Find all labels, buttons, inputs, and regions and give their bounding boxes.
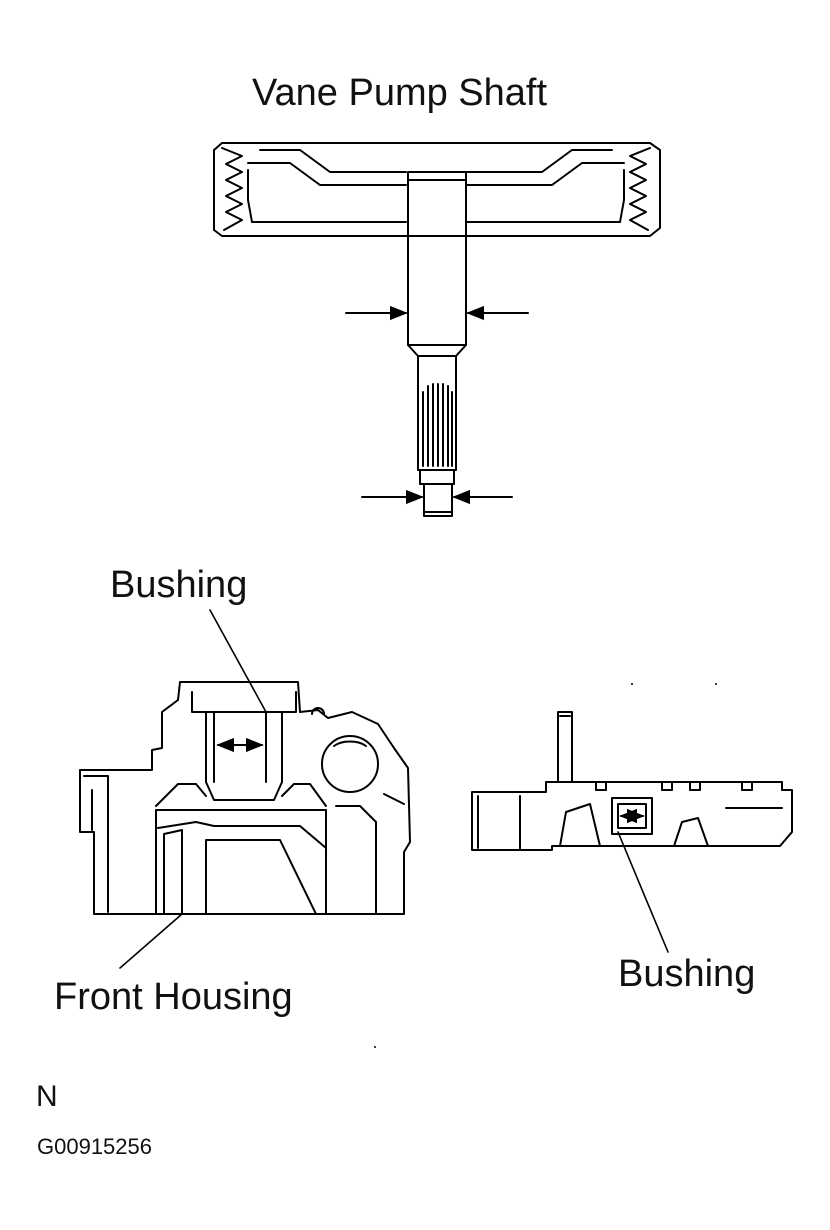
front-housing [79, 609, 411, 969]
north-label: N [36, 1080, 58, 1113]
bushing-right-leader [617, 831, 669, 953]
bushing-top-leader [209, 609, 267, 713]
front-housing-leader [119, 913, 183, 969]
diagram-title: Vane Pump Shaft [252, 72, 548, 114]
bushing-top-label: Bushing [110, 564, 248, 606]
pulley-groove-right [629, 147, 651, 231]
vane-pump-shaft [213, 142, 661, 517]
rear-plate [471, 711, 793, 953]
bushing-right-label: Bushing [618, 953, 756, 995]
figure-code: G00915256 [37, 1134, 152, 1159]
front-housing-label: Front Housing [54, 976, 293, 1018]
pulley-groove-left [221, 147, 243, 231]
